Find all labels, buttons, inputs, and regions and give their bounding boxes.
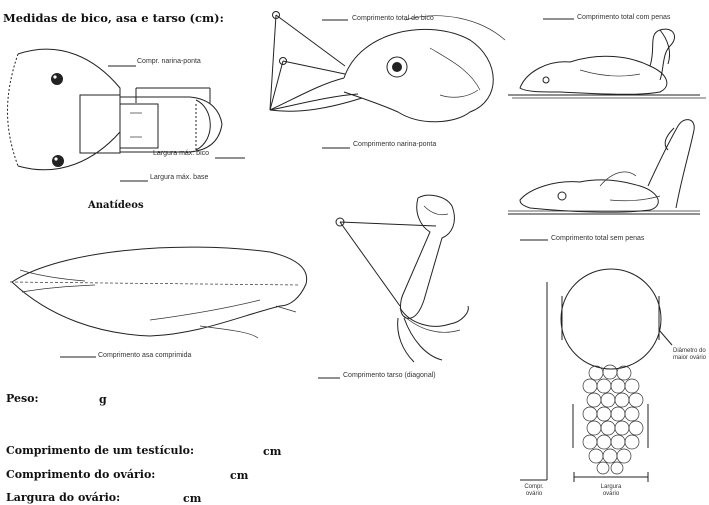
label-compr-total-com-penas: Comprimento total com penas [577, 14, 670, 21]
testiculo-label: Comprimento de um testículo: [6, 444, 194, 457]
peso-label: Peso: [6, 392, 39, 405]
label-compr-total-sem-penas: Comprimento total sem penas [551, 235, 644, 242]
label-largura-max-base: Largura máx. base [150, 174, 208, 181]
label-diametro-ovario: Diâmetro do maior ovário [673, 348, 709, 362]
folded-wing [10, 247, 307, 357]
label-largura-max-bico: Largura máx. bico [153, 150, 209, 157]
largura-ovario-label: Largura do ovário: [6, 491, 120, 504]
largura-ovario-unit: cm [183, 492, 201, 505]
bird-specimen-with-feathers [508, 19, 706, 98]
page-heading: Medidas de bico, asa e tarso (cm): [3, 11, 224, 25]
bird-specimen-without-feathers [508, 120, 700, 240]
ovario-label: Comprimento do ovário: [6, 468, 155, 481]
label-largura-ovario: Largura ovário [595, 484, 627, 498]
ovario-unit: cm [230, 469, 248, 482]
label-anatideos: Anatídeos [88, 200, 144, 211]
duck-head-topview [8, 49, 246, 181]
label-compr-asa: Comprimento asa comprimida [98, 352, 191, 359]
bird-head-sideview [270, 12, 505, 149]
ovary-diagram [520, 269, 672, 482]
label-compr-narina-ponta: Comprimento narina-ponta [353, 141, 436, 148]
testiculo-unit: cm [263, 445, 281, 458]
label-compr-narina-ponta-top: Compr. narina-ponta [137, 58, 201, 65]
bird-leg [318, 195, 468, 378]
label-compr-ovario: Compr. ovário [520, 484, 548, 498]
peso-unit: g [99, 393, 107, 406]
label-compr-total-bico: Comprimento total do bico [352, 15, 434, 22]
label-compr-tarso: Comprimento tarso (diagonal) [343, 372, 436, 379]
